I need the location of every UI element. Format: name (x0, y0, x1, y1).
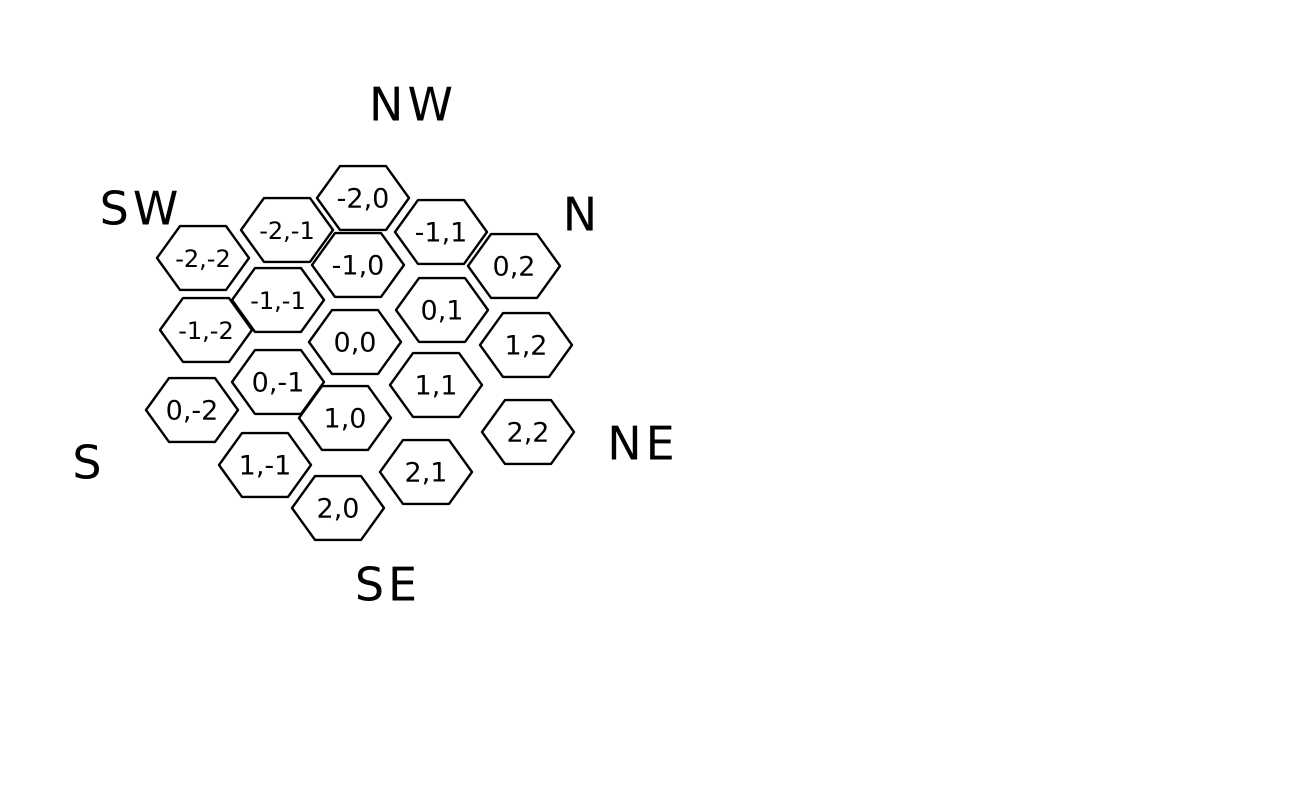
hex-outline (217, 431, 313, 499)
hex-cell: 2,0 (290, 474, 386, 542)
hex-outline (155, 224, 251, 292)
hex-cell: 2,1 (378, 438, 474, 506)
direction-label-s: S (72, 436, 105, 490)
hex-cell: 2,2 (480, 398, 576, 466)
hex-cell-label: 0,2 (493, 252, 536, 283)
hex-cell-label: 1,2 (505, 331, 548, 362)
hex-cell-label: 0,-2 (166, 396, 219, 427)
hex-outline (158, 296, 254, 364)
hex-cell: 0,-2 (144, 376, 240, 444)
hex-cell-label: 1,1 (415, 371, 458, 402)
hex-cell: 0,-1 (230, 348, 326, 416)
hex-outline (290, 474, 386, 542)
direction-label-n: N (563, 188, 601, 242)
hex-cell-label: 2,0 (317, 494, 360, 525)
hex-outline (480, 398, 576, 466)
hex-cell: -1,0 (310, 231, 406, 299)
hex-cell-label: -1,0 (332, 251, 385, 282)
hex-outline (307, 308, 403, 376)
hex-cell-label: 0,1 (421, 296, 464, 327)
hex-cell-label: -2,-2 (175, 245, 231, 273)
hex-cell: 1,1 (388, 351, 484, 419)
hex-outline (315, 164, 411, 232)
hex-cell: -2,-1 (239, 196, 335, 264)
direction-label-sw: SW (100, 182, 183, 236)
hex-cell: 1,0 (297, 384, 393, 452)
hex-cell: -1,1 (393, 198, 489, 266)
hex-outline (478, 311, 574, 379)
hex-outline (297, 384, 393, 452)
hex-cell-label: 2,1 (405, 458, 448, 489)
hex-cell: 1,2 (478, 311, 574, 379)
hex-outline (239, 196, 335, 264)
hex-cell-label: -2,-1 (259, 217, 315, 245)
hex-cell-label: 0,0 (334, 328, 377, 359)
hex-cell: 0,1 (394, 276, 490, 344)
hex-cell: -1,-2 (158, 296, 254, 364)
hex-cell-label: -1,1 (415, 218, 468, 249)
hex-outline (393, 198, 489, 266)
hex-cell-label: 2,2 (507, 418, 550, 449)
direction-label-se: SE (355, 558, 421, 612)
hex-outline (310, 231, 406, 299)
hex-cell-label: 1,0 (324, 404, 367, 435)
hex-outline (378, 438, 474, 506)
hex-cell-label: -2,0 (337, 184, 390, 215)
hex-cell-label: 0,-1 (252, 368, 305, 399)
hex-cell: 0,0 (307, 308, 403, 376)
hex-cells: -2,0 -2,-1 -1,1 -2,-2 -1,0 0,2 -1,-1 0,1 -1,-2 0,… (144, 164, 576, 542)
hex-cell: -1,-1 (230, 266, 326, 334)
hex-cell: 1,-1 (217, 431, 313, 499)
hex-cell: -2,0 (315, 164, 411, 232)
hex-outline (466, 232, 562, 300)
hex-outline (388, 351, 484, 419)
hex-cell-label: 1,-1 (239, 451, 292, 482)
hex-cell-label: -1,-2 (178, 317, 234, 345)
hex-outline (230, 266, 326, 334)
direction-label-ne: NE (607, 417, 678, 471)
hex-cell-label: -1,-1 (250, 287, 306, 315)
hex-outline (394, 276, 490, 344)
direction-label-nw: NW (369, 78, 457, 132)
hex-outline (144, 376, 240, 444)
hex-cell: -2,-2 (155, 224, 251, 292)
hex-cell: 0,2 (466, 232, 562, 300)
